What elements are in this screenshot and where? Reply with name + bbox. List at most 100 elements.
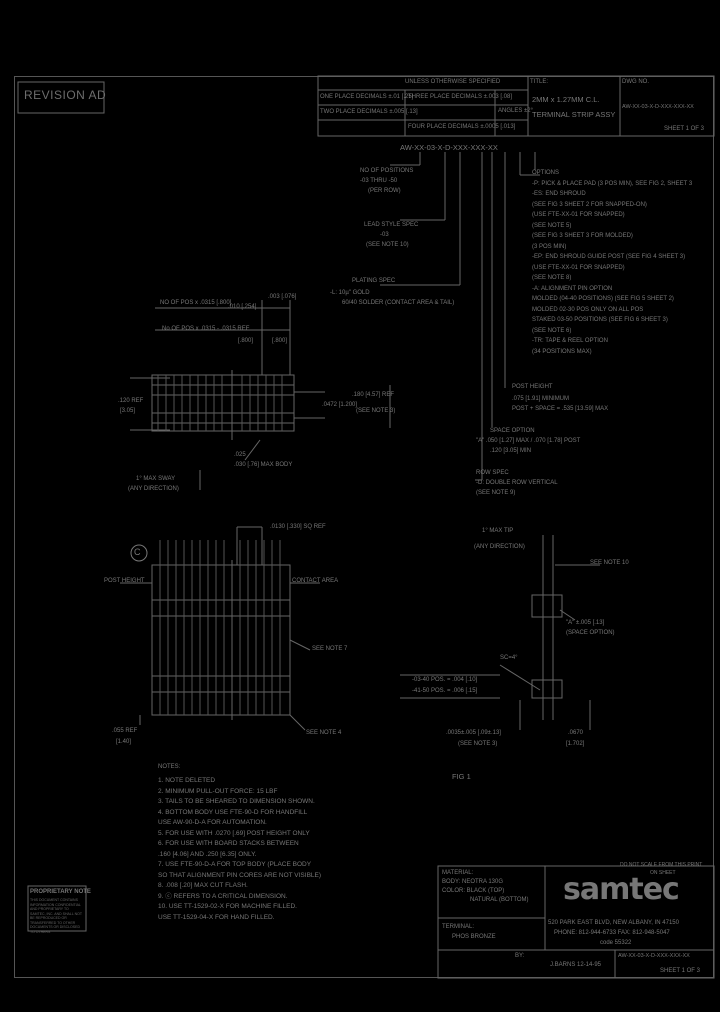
title-line1: 2MM x 1.27MM C.L. — [532, 95, 600, 104]
tol-header: UNLESS OTHERWISE SPECIFIED — [405, 79, 501, 85]
plating-l: -L: 10µ" GOLD — [330, 290, 370, 296]
option-item: (SEE NOTE 6) — [532, 327, 572, 334]
company-addr1: 520 PARK EAST BLVD, NEW ALBANY, IN 47150 — [548, 920, 679, 926]
tol-3: THREE PLACE DECIMALS ±.003 [.08] — [408, 94, 512, 100]
by-label: BY: — [515, 953, 525, 959]
note-item: 8. .008 [.20] MAX CUT FLASH. — [158, 882, 248, 889]
option-item: -ES: END SHROUD — [532, 191, 586, 197]
dim-6: .030 [.76] MAX BODY — [234, 462, 293, 468]
company-addr3: code 55322 — [600, 940, 632, 946]
dim-10: .0035±.005 [.09±.13] — [446, 730, 501, 736]
tip-b: (ANY DIRECTION) — [474, 544, 525, 550]
option-item: -TR: TAPE & REEL OPTION — [532, 338, 608, 344]
proprietary-text: THIS DOCUMENT CONTAINS INFORMATION CONFI… — [30, 898, 82, 934]
contact-area: CONTACT AREA — [292, 578, 339, 584]
option-item: (SEE FIG 3 SHEET 2 FOR SNAPPED-ON) — [532, 201, 647, 208]
dim-5b: (SEE NOTE 3) — [356, 408, 396, 414]
lead-see-note: (SEE NOTE 10) — [366, 242, 409, 248]
row-label: ROW SPEC — [476, 470, 509, 476]
dim-9b: (SPACE OPTION) — [566, 630, 615, 636]
title-line2: TERMINAL STRIP ASSY — [532, 110, 616, 119]
dim-8: .055 REF — [112, 728, 138, 734]
fig-label: FIG 1 — [452, 772, 471, 781]
dim-5: .180 [4.57] REF — [352, 392, 395, 398]
tol-2: TWO PLACE DECIMALS ±.005 [.13] — [320, 109, 418, 115]
option-item: (SEE FIG 3 SHEET 3 FOR MOLDED) — [532, 233, 633, 239]
dim-6b: .025 — [234, 452, 246, 458]
option-item: (34 POSITIONS MAX) — [532, 348, 592, 355]
note-item: 6. FOR USE WITH BOARD STACKS BETWEEN — [158, 840, 299, 847]
option-item: -EP: END SHROUD GUIDE POST (SEE FIG 4 SH… — [532, 254, 686, 260]
material-natural: NATURAL (BOTTOM) — [470, 897, 529, 903]
bottom-sheet: SHEET 1 OF 3 — [660, 968, 700, 974]
row-note: (SEE NOTE 9) — [476, 490, 516, 496]
note-item: 3. TAILS TO BE SHEARED TO DIMENSION SHOW… — [158, 798, 315, 805]
see-note-10: SEE NOTE 10 — [590, 560, 629, 566]
sway: 1° MAX SWAY — [136, 476, 176, 482]
option-item: OPTIONS — [532, 170, 560, 176]
plating-label: PLATING SPEC — [352, 278, 396, 284]
revision-label: REVISION AD — [24, 88, 107, 102]
dim-2b: [.800] — [238, 338, 254, 344]
samtec-logo: samtec — [563, 872, 680, 907]
dim-1b: .003 [.076] — [268, 294, 297, 300]
dim-10b: (SEE NOTE 3) — [458, 741, 498, 747]
dim-9: "A" ±.005 [.13] — [566, 620, 605, 626]
lead-style-label: LEAD STYLE SPEC — [364, 222, 419, 228]
company-addr2: PHONE: 812-944-6733 FAX: 812-948-5047 — [554, 930, 670, 936]
dim-2c: [.800] — [272, 338, 288, 344]
tol-a: -03-40 POS. = .004 [.10] — [412, 677, 478, 683]
terminal-phos: PHOS BRONZE — [452, 934, 496, 940]
see-note-7: SEE NOTE 7 — [312, 646, 348, 652]
dim-11: .0670 — [568, 730, 584, 736]
options-list: OPTIONS -P: PICK & PLACE PAD (3 POS MIN),… — [532, 168, 692, 357]
note-item: 5. FOR USE WITH .0270 [.69] POST HEIGHT … — [158, 829, 310, 837]
tol-1: ONE PLACE DECIMALS ±.01 [.25] — [320, 94, 414, 100]
dwg-label: DWG NO. — [622, 79, 649, 85]
option-item: (SEE NOTE 8) — [532, 275, 572, 281]
post-b: POST + SPACE = .535 [13.59] MAX — [512, 406, 609, 412]
notes-list: 1. NOTE DELETED 2. MINIMUM PULL-OUT FORCE… — [158, 776, 321, 923]
material-label: MATERIAL: — [442, 870, 474, 876]
note-item: .160 [4.06] AND .250 [6.35] ONLY. — [158, 850, 257, 858]
post-height-label: POST HEIGHT — [512, 384, 553, 390]
sway-b: (ANY DIRECTION) — [128, 486, 179, 492]
dim-1c: .010 [.254] — [228, 304, 257, 310]
by-value: J.BARNS 12-14-95 — [550, 962, 602, 968]
space-a: "A" .050 [1.27] MAX / .070 [1.78] POST — [476, 438, 581, 444]
option-item: -A: ALIGNMENT PIN OPTION — [532, 285, 613, 292]
option-item: MOLDED 02-30 POS ONLY ON ALL POS — [532, 306, 644, 313]
space-label: SPACE OPTION — [490, 428, 535, 434]
tol-4: FOUR PLACE DECIMALS ±.0005 [.013] — [408, 124, 516, 130]
notes-title: NOTES: — [158, 764, 181, 770]
note-item: USE TT-1529-04-X FOR HAND FILLED. — [158, 913, 275, 921]
dwg-number: AW-XX-03-X-D-XXX-XXX-XX — [622, 104, 694, 110]
dim-3: .120 REF — [118, 398, 144, 404]
see-note-4: SEE NOTE 4 — [306, 730, 342, 736]
option-item: -P: PICK & PLACE PAD (3 POS MIN), SEE FI… — [532, 180, 693, 187]
title-label: TITLE: — [530, 79, 549, 85]
note-item: 4. BOTTOM BODY USE FTE-90-D FOR HANDFILL — [158, 808, 308, 816]
note-item: 2. MINIMUM PULL-OUT FORCE: 15 LBF — [158, 787, 278, 795]
proprietary-title: PROPRIETARY NOTE — [30, 889, 91, 895]
dim-3b: [3.05] — [120, 408, 136, 414]
dim-4: .0472 [1.200] — [322, 402, 358, 408]
plating-l2: 60/40 SOLDER (CONTACT AREA & TAIL) — [342, 300, 455, 306]
dim-7: .0130 [.330] SQ REF — [270, 524, 326, 530]
note-item: 9. ⓒ REFERS TO A CRITICAL DIMENSION. — [158, 892, 288, 900]
sc: SC=4° — [500, 655, 518, 661]
sheet-number: SHEET 1 OF 3 — [664, 126, 704, 132]
post-a: .075 [1.91] MINIMUM — [512, 396, 570, 402]
dim-2: No OF POS x .0315 - .0315 REF — [162, 326, 250, 332]
note-item: USE AW-90-D-A FOR AUTOMATION. — [158, 819, 267, 826]
tol-b: -41-50 POS. = .006 [.15] — [412, 688, 478, 694]
post-height-text: POST HEIGHT — [104, 578, 145, 584]
no-pos-range: -03 THRU -50 — [360, 178, 398, 184]
option-item: (3 POS MIN) — [532, 243, 567, 250]
terminal-label: TERMINAL: — [442, 924, 475, 930]
bottom-dwg: AW-XX-03-X-D-XXX-XXX-XX — [618, 953, 690, 959]
note-item: 1. NOTE DELETED — [158, 777, 216, 784]
company-hdr2: ON SHEET — [650, 870, 676, 876]
no-pos-label: NO OF POSITIONS — [360, 168, 414, 174]
